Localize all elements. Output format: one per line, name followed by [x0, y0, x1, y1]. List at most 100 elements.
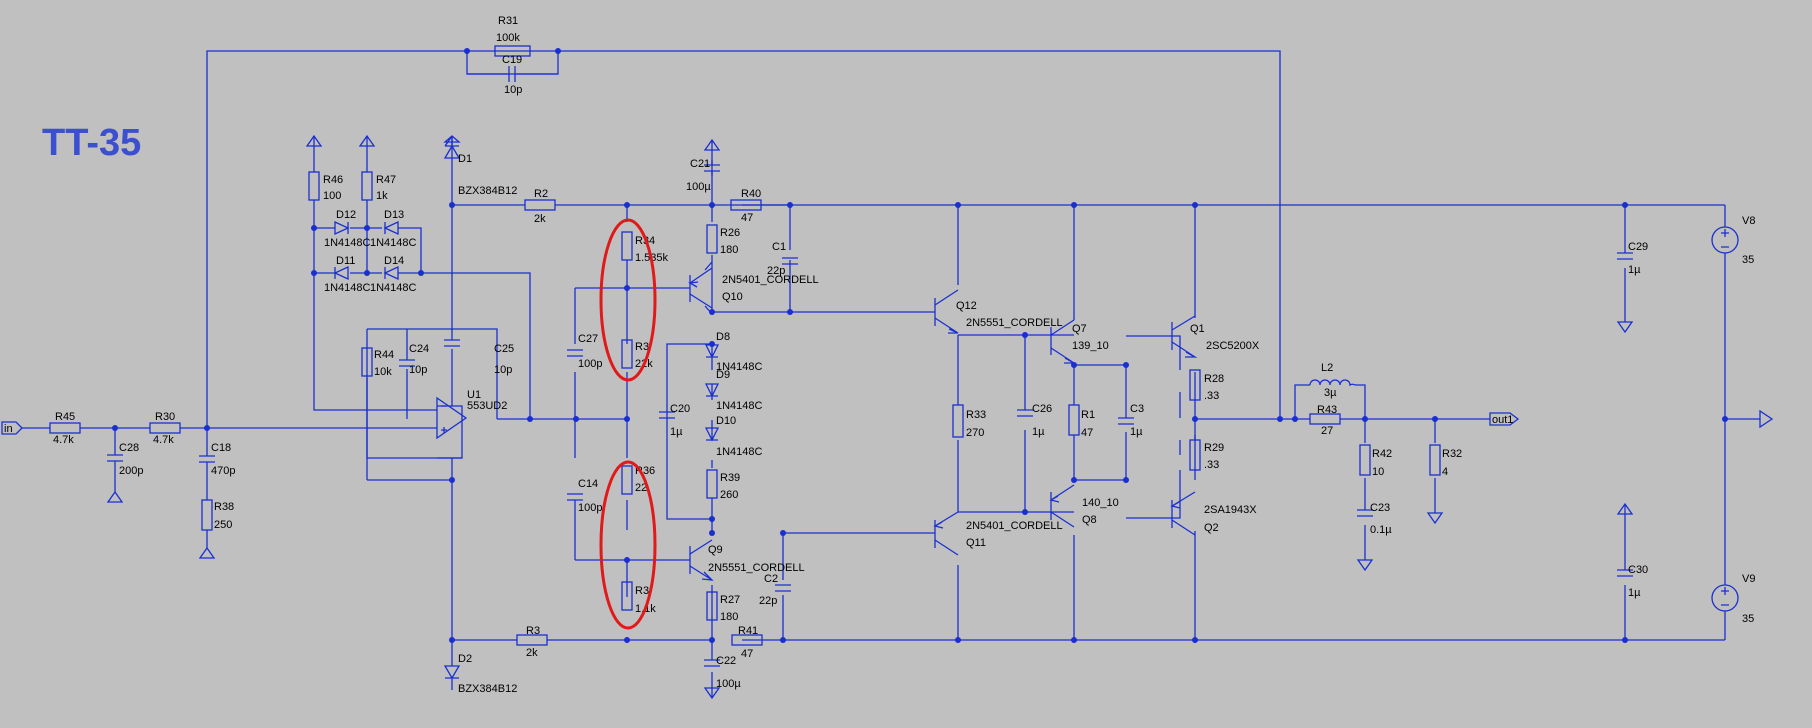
svg-text:BZX384B12: BZX384B12 [458, 683, 517, 695]
svg-text:out1: out1 [1492, 414, 1513, 426]
svg-text:D1: D1 [458, 153, 472, 165]
svg-text:R32: R32 [1442, 448, 1462, 460]
svg-text:35: 35 [1742, 254, 1754, 266]
svg-text:R46: R46 [323, 174, 343, 186]
svg-text:C29: C29 [1628, 241, 1648, 253]
svg-text:4.7k: 4.7k [53, 434, 74, 446]
resistor-R30: R30 4.7k [149, 411, 181, 446]
resistor-R47: R47 1k [358, 134, 396, 202]
svg-text:1k: 1k [376, 190, 388, 202]
svg-text:4.7k: 4.7k [153, 434, 174, 446]
svg-text:D9: D9 [716, 369, 730, 381]
svg-text:1N4148C: 1N4148C [324, 282, 371, 294]
capacitor-C25: C25 10p [444, 339, 514, 376]
svg-text:R43: R43 [1317, 404, 1337, 416]
svg-text:D13: D13 [384, 209, 404, 221]
svg-text:R29: R29 [1204, 442, 1224, 454]
svg-text:100p: 100p [578, 502, 602, 514]
svg-text:C19: C19 [502, 54, 522, 66]
diode-D11: D11 1N4148C [324, 255, 371, 294]
svg-text:140_10: 140_10 [1082, 497, 1119, 509]
svg-text:C27: C27 [578, 333, 598, 345]
svg-text:D11: D11 [336, 255, 355, 267]
svg-text:R1: R1 [1081, 409, 1095, 421]
svg-text:.33: .33 [1204, 390, 1219, 402]
diode-D14: D14 1N4148C [370, 255, 417, 294]
transistor-Q2: 2SA1943X Q2 [1170, 491, 1257, 536]
svg-text:139_10: 139_10 [1072, 340, 1109, 352]
svg-text:10k: 10k [374, 366, 392, 378]
resistor-R31: R31 100k [494, 15, 531, 57]
svg-text:R30: R30 [155, 411, 175, 423]
svg-text:200p: 200p [119, 465, 143, 477]
opamp-U1: U1 553UD2 [436, 389, 507, 440]
svg-text:BZX384B12: BZX384B12 [458, 185, 517, 197]
svg-text:C24: C24 [409, 343, 429, 355]
svg-text:100p: 100p [578, 358, 602, 370]
svg-text:270: 270 [966, 427, 984, 439]
transistor-Q11: 2N5401_CORDELL Q11 [933, 511, 1063, 556]
svg-text:2SA1943X: 2SA1943X [1204, 504, 1257, 516]
capacitor-C23: C23 0.1µ [1356, 502, 1392, 572]
resistor-R2: R2 2k [524, 188, 556, 225]
svg-text:V8: V8 [1742, 215, 1755, 227]
svg-text:R2: R2 [534, 188, 548, 200]
svg-text:in: in [4, 423, 13, 435]
svg-text:10p: 10p [494, 364, 512, 376]
svg-text:180: 180 [720, 244, 738, 256]
resistor-R38: R38 250 [198, 499, 234, 559]
resistor-R26: R26 180 [706, 224, 740, 256]
diode-D9: D9 1N4148C [704, 369, 763, 412]
resistor-R27: R27 180 [706, 591, 740, 623]
svg-text:Q11: Q11 [966, 537, 986, 549]
voltage-source-V9: V9 35 [1711, 573, 1755, 625]
svg-text:180: 180 [720, 611, 738, 623]
svg-text:C30: C30 [1628, 564, 1648, 576]
svg-text:R47: R47 [376, 174, 396, 186]
svg-text:2N5551_CORDELL: 2N5551_CORDELL [708, 562, 805, 574]
zener-D2: D2 BZX384B12 [443, 653, 517, 695]
svg-text:R3: R3 [635, 585, 649, 597]
svg-text:1µ: 1µ [1628, 264, 1641, 276]
svg-text:Q7: Q7 [1072, 323, 1087, 335]
capacitor-C22: C22 100µ [703, 655, 741, 700]
svg-text:553UD2: 553UD2 [467, 400, 507, 412]
svg-text:C14: C14 [578, 478, 598, 490]
svg-text:1N4148C: 1N4148C [370, 237, 417, 249]
svg-text:0.1µ: 0.1µ [1370, 524, 1392, 536]
resistor-R1: R1 47 [1068, 404, 1095, 439]
capacitor-C1: C1 22p [767, 241, 798, 277]
svg-text:R26: R26 [720, 227, 740, 239]
svg-text:R33: R33 [966, 409, 986, 421]
capacitor-C18: C18 470p [199, 442, 235, 477]
svg-text:10p: 10p [504, 84, 522, 96]
svg-text:10p: 10p [409, 364, 427, 376]
output-port: out1 [1489, 412, 1520, 426]
svg-text:22p: 22p [767, 265, 785, 277]
svg-text:C18: C18 [211, 442, 231, 454]
svg-text:250: 250 [214, 519, 232, 531]
svg-text:1N4148C: 1N4148C [716, 361, 763, 373]
svg-text:D8: D8 [716, 331, 730, 343]
resistor-R41: R41 47 [731, 625, 763, 660]
svg-text:.33: .33 [1204, 459, 1219, 471]
svg-text:2k: 2k [526, 647, 538, 659]
svg-text:R40: R40 [741, 188, 761, 200]
svg-text:R27: R27 [720, 594, 740, 606]
voltage-source-V8: V8 35 [1711, 215, 1755, 266]
svg-text:Q12: Q12 [956, 300, 977, 312]
svg-text:27: 27 [1321, 425, 1333, 437]
svg-text:1µ: 1µ [670, 426, 683, 438]
capacitor-C30: C30 1µ [1616, 502, 1648, 599]
svg-text:470p: 470p [211, 465, 235, 477]
svg-text:2N5401_CORDELL: 2N5401_CORDELL [966, 520, 1063, 532]
svg-text:100k: 100k [496, 32, 520, 44]
capacitor-C20: C20 1µ [659, 403, 690, 438]
capacitor-C27: C27 100p [567, 333, 602, 370]
svg-text:1µ: 1µ [1130, 426, 1143, 438]
svg-text:2k: 2k [534, 213, 546, 225]
svg-text:Q10: Q10 [722, 291, 743, 303]
capacitor-C28: C28 200p [106, 442, 143, 503]
output-ground-symbol [1759, 409, 1774, 429]
